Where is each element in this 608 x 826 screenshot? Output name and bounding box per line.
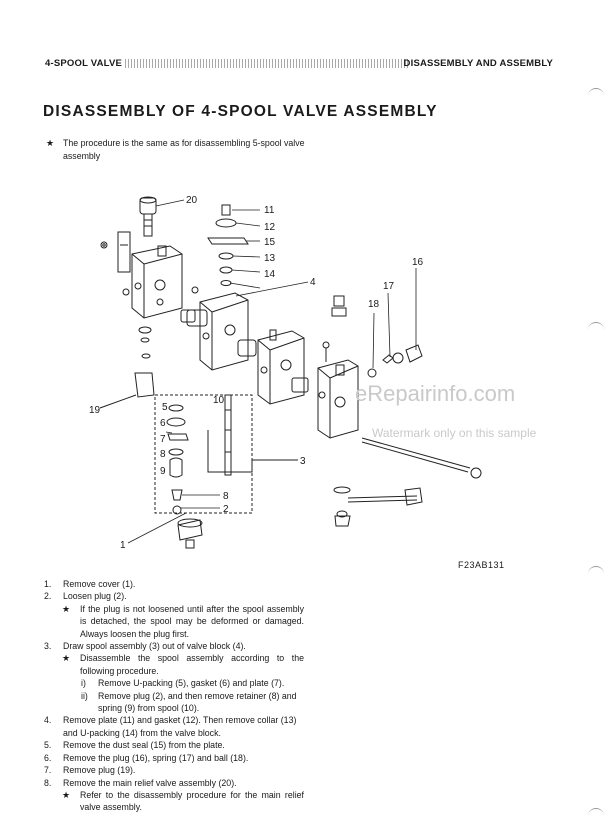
watermark-main: eRepairinfo.com: [355, 381, 516, 406]
main-relief-valve-part: [139, 196, 157, 237]
part-label-1: 1: [120, 540, 126, 551]
step-2: 2. Loosen plug (2). ★ If the plug is not…: [44, 591, 304, 639]
part-label-8: 8: [160, 449, 166, 460]
part-label-8b: 8: [223, 491, 229, 502]
sub-step: ii) Remove plug (2), and then remove ret…: [81, 690, 297, 714]
part-label-10: 10: [213, 395, 225, 406]
star-icon: ★: [62, 653, 70, 664]
valve-block-part: [131, 245, 183, 319]
header-section-left: 4-SPOOL VALVE: [45, 58, 123, 69]
step-8: 8. Remove the main relief valve assembly…: [44, 777, 304, 813]
binder-mark: [588, 808, 604, 819]
part-label-13: 13: [264, 253, 276, 264]
part-label-17: 17: [383, 281, 395, 292]
step-5: 5. Remove the dust seal (15) from the pl…: [44, 740, 225, 751]
part-label-15: 15: [264, 237, 276, 248]
exploded-view-drawing: 20 11 12 15 13 14 4 16 17 18 19 5 6 7 8 …: [89, 195, 482, 551]
step-1: 1. Remove cover (1).: [44, 579, 136, 589]
step-note: ★ Refer to the disassembly procedure for…: [62, 789, 304, 813]
step-6: 6. Remove the plug (16), spring (17) and…: [44, 752, 249, 763]
header-rule: [125, 59, 408, 68]
sub-step: i) Remove U-packing (5), gasket (6) and …: [81, 678, 285, 689]
part-label-18: 18: [368, 299, 380, 310]
part-label-3: 3: [300, 456, 306, 467]
exploded-view-figure: 20 11 12 15 13 14 4 16 17 18 19 5 6 7 8 …: [80, 190, 600, 580]
part-label-9: 9: [160, 466, 166, 477]
step-note: ★ Disassemble the spool assembly accordi…: [62, 653, 304, 676]
part-label-4: 4: [310, 277, 316, 288]
page-title: DISASSEMBLY OF 4-SPOOL VALVE ASSEMBLY: [43, 103, 438, 120]
part-label-20: 20: [186, 195, 198, 206]
intro-note-text: The procedure is the same as for disasse…: [63, 138, 305, 161]
part-label-6: 6: [160, 418, 166, 429]
page-header: 4-SPOOL VALVE DISASSEMBLY AND ASSEMBLY: [45, 55, 553, 71]
binder-mark: [588, 88, 604, 99]
valve-block-4-part: [199, 292, 249, 371]
part-label-7: 7: [160, 434, 166, 445]
star-icon: ★: [46, 138, 54, 148]
part-label-2: 2: [223, 504, 229, 515]
part-label-5: 5: [162, 402, 168, 413]
part-label-16: 16: [412, 257, 424, 268]
star-icon: ★: [62, 789, 70, 800]
part-label-11: 11: [264, 205, 275, 216]
step-note: ★ If the plug is not loosened until afte…: [62, 603, 304, 639]
intro-note: ★ The procedure is the same as for disas…: [46, 137, 316, 163]
procedure-steps: 1. Remove cover (1). 2. Loosen plug (2).…: [44, 578, 304, 814]
header-section-right: DISASSEMBLY AND ASSEMBLY: [403, 58, 553, 69]
step-7: 7. Remove plug (19).: [44, 765, 136, 776]
part-label-19: 19: [89, 405, 101, 416]
part-label-12: 12: [264, 222, 276, 233]
step-3: 3. Draw spool assembly (3) out of valve …: [44, 641, 304, 714]
part-label-14: 14: [264, 269, 276, 280]
binder-mark: [588, 322, 604, 333]
step-4: 4. Remove plate (11) and gasket (12). Th…: [44, 715, 297, 738]
star-icon: ★: [62, 603, 70, 614]
binder-mark: [588, 566, 604, 577]
watermark-sub: Watermark only on this sample: [372, 426, 537, 440]
figure-id: F23AB131: [458, 560, 505, 570]
